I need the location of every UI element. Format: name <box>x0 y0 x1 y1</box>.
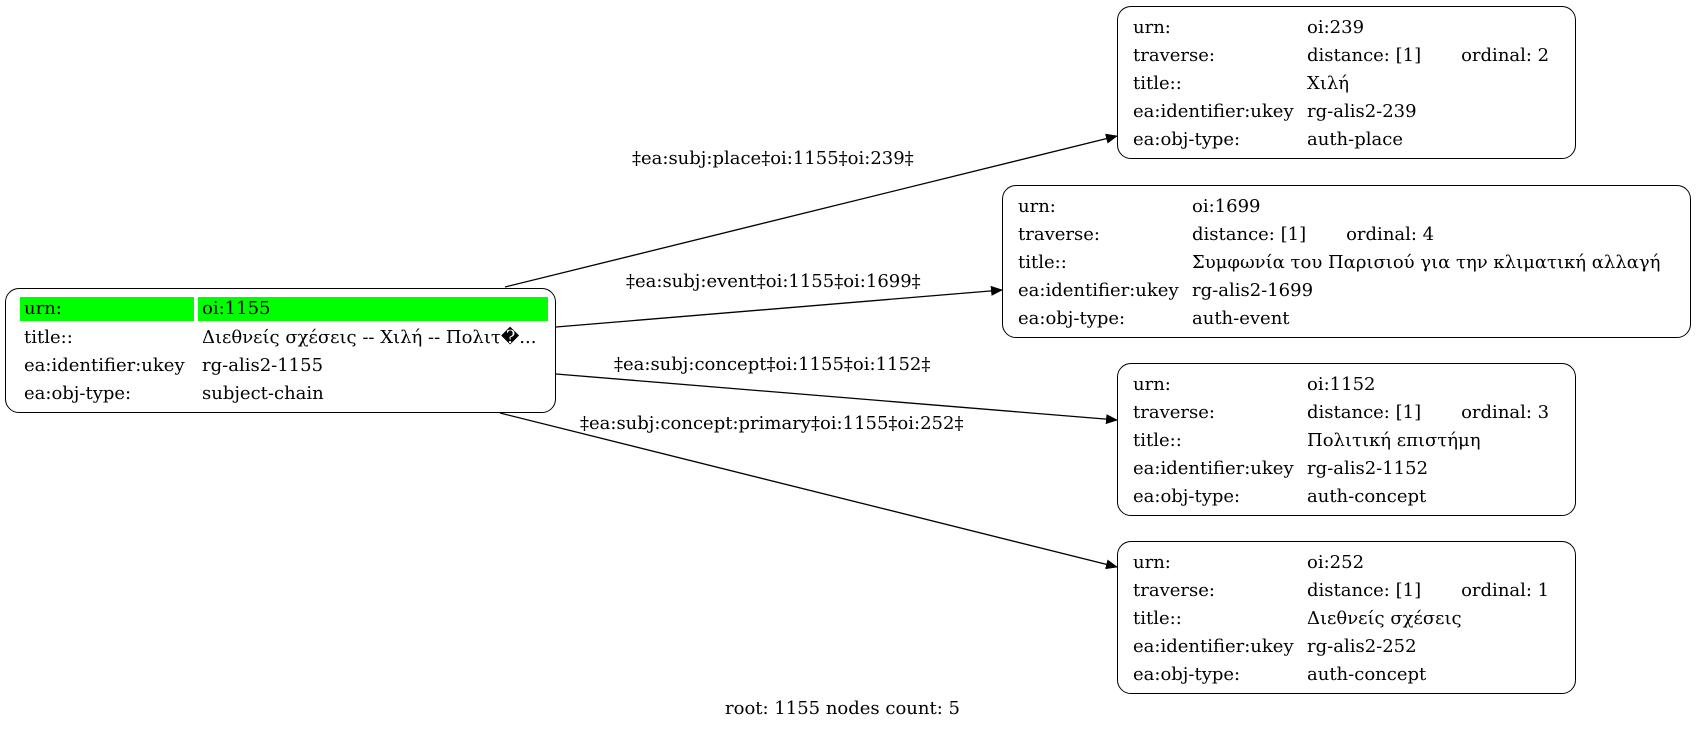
traverse-key: traverse: <box>1018 223 1100 245</box>
type-key: ea:obj-type: <box>1133 485 1241 507</box>
urn-value: oi:239 <box>1307 16 1365 38</box>
ukey-value: rg-alis2-1152 <box>1307 457 1429 479</box>
urn-value: oi:1152 <box>1307 373 1376 395</box>
urn-value: oi:252 <box>1307 551 1365 573</box>
ukey-key: ea:identifier:ukey <box>1133 635 1294 657</box>
ukey-value: rg-alis2-239 <box>1307 100 1417 122</box>
node-row-ukey: ea:identifier:ukey rg-alis2-239 <box>1129 97 1575 125</box>
type-value: auth-event <box>1192 307 1290 329</box>
distance-value: distance: [1] <box>1307 44 1422 66</box>
edge-label-event: ‡ea:subj:event‡oi:1155‡oi:1699‡ <box>626 271 921 292</box>
ukey-key: ea:identifier:ukey <box>1133 457 1294 479</box>
distance-value: distance: [1] <box>1307 579 1422 601</box>
node-row-urn: urn: oi:1152 <box>1129 370 1575 398</box>
type-key: ea:obj-type: <box>1133 663 1241 685</box>
root-type-value: subject-chain <box>202 382 324 404</box>
urn-key: urn: <box>1133 551 1171 573</box>
ukey-key: ea:identifier:ukey <box>1133 100 1294 122</box>
traverse-key: traverse: <box>1133 44 1215 66</box>
graph-footer: root: 1155 nodes count: 5 <box>725 698 960 719</box>
node-row-ukey: ea:identifier:ukey rg-alis2-1699 <box>1014 276 1690 304</box>
title-value: Διεθνείς σχέσεις <box>1307 607 1462 629</box>
node-row-traverse: traverse: distance: [1] ordinal: 2 <box>1129 41 1575 69</box>
title-value: Συμφωνία του Παρισιού για την κλιματική … <box>1192 251 1661 273</box>
root-ukey-key: ea:identifier:ukey <box>24 354 185 376</box>
node-row-ukey: ea:identifier:ukey rg-alis2-252 <box>1129 632 1575 660</box>
ordinal-value: ordinal: 4 <box>1346 223 1435 245</box>
root-title-key: title:: <box>24 326 73 348</box>
root-row-title: title:: Διεθνείς σχέσεις -- Χιλή -- Πολι… <box>20 323 555 351</box>
edge-line-event <box>555 285 1003 328</box>
node-row-urn: urn: oi:252 <box>1129 548 1575 576</box>
title-key: title:: <box>1133 72 1182 94</box>
root-type-key: ea:obj-type: <box>24 382 132 404</box>
type-value: auth-concept <box>1307 663 1427 685</box>
node-row-traverse: traverse: distance: [1] ordinal: 4 <box>1014 220 1690 248</box>
edge-line-place <box>504 133 1118 288</box>
type-value: auth-place <box>1307 128 1403 150</box>
node-row-type: ea:obj-type: auth-event <box>1014 304 1690 332</box>
node-row-traverse: traverse: distance: [1] ordinal: 3 <box>1129 398 1575 426</box>
title-key: title:: <box>1018 251 1067 273</box>
ordinal-value: ordinal: 2 <box>1461 44 1550 66</box>
ukey-key: ea:identifier:ukey <box>1018 279 1179 301</box>
title-key: title:: <box>1133 607 1182 629</box>
root-urn-key: urn: <box>20 297 194 321</box>
node-row-ukey: ea:identifier:ukey rg-alis2-1152 <box>1129 454 1575 482</box>
distance-value: distance: [1] <box>1307 401 1422 423</box>
node-oi-1152[interactable]: urn: oi:1152 traverse: distance: [1] ordina… <box>1117 363 1576 516</box>
node-row-traverse: traverse: distance: [1] ordinal: 1 <box>1129 576 1575 604</box>
node-row-type: ea:obj-type: auth-concept <box>1129 482 1575 510</box>
ordinal-value: ordinal: 3 <box>1461 401 1550 423</box>
urn-key: urn: <box>1133 373 1171 395</box>
urn-key: urn: <box>1133 16 1171 38</box>
ukey-value: rg-alis2-1699 <box>1192 279 1314 301</box>
type-value: auth-concept <box>1307 485 1427 507</box>
traverse-key: traverse: <box>1133 579 1215 601</box>
edge-label-concept-primary: ‡ea:subj:concept:primary‡oi:1155‡oi:252‡ <box>580 413 964 434</box>
type-key: ea:obj-type: <box>1133 128 1241 150</box>
root-urn-value: oi:1155 <box>198 297 548 321</box>
root-row-type: ea:obj-type: subject-chain <box>20 379 555 407</box>
root-node[interactable]: urn: oi:1155 title:: Διεθνείς σχέσεις --… <box>5 288 556 413</box>
node-row-title: title::Συμφωνία του Παρισιού για την κλι… <box>1014 248 1690 276</box>
type-key: ea:obj-type: <box>1018 307 1126 329</box>
edge-line-concept <box>555 373 1118 425</box>
title-value: Χιλή <box>1307 72 1350 94</box>
node-row-title: title::Χιλή <box>1129 69 1575 97</box>
node-oi-239[interactable]: urn: oi:239 traverse: distance: [1] ordinal… <box>1117 6 1576 159</box>
node-row-title: title::Πολιτική επιστήμη <box>1129 426 1575 454</box>
title-key: title:: <box>1133 429 1182 451</box>
ordinal-value: ordinal: 1 <box>1461 579 1550 601</box>
edge-label-place: ‡ea:subj:place‡oi:1155‡oi:239‡ <box>632 148 914 169</box>
urn-key: urn: <box>1018 195 1056 217</box>
node-row-urn: urn: oi:239 <box>1129 13 1575 41</box>
edge-label-concept: ‡ea:subj:concept‡oi:1155‡oi:1152‡ <box>614 354 931 375</box>
ukey-value: rg-alis2-252 <box>1307 635 1417 657</box>
edge-line-concept-primary <box>499 412 1118 570</box>
node-row-urn: urn: oi:1699 <box>1014 192 1690 220</box>
title-value: Πολιτική επιστήμη <box>1307 429 1481 451</box>
root-row-urn: urn: oi:1155 <box>20 295 555 323</box>
node-row-type: ea:obj-type: auth-concept <box>1129 660 1575 688</box>
distance-value: distance: [1] <box>1192 223 1307 245</box>
node-oi-1699[interactable]: urn: oi:1699 traverse: distance: [1] ordina… <box>1002 185 1691 338</box>
urn-value: oi:1699 <box>1192 195 1261 217</box>
node-row-type: ea:obj-type: auth-place <box>1129 125 1575 153</box>
root-title-value: Διεθνείς σχέσεις -- Χιλή -- Πολιτ�... <box>202 326 537 348</box>
node-row-title: title::Διεθνείς σχέσεις <box>1129 604 1575 632</box>
root-row-ukey: ea:identifier:ukey rg-alis2-1155 <box>20 351 555 379</box>
traverse-key: traverse: <box>1133 401 1215 423</box>
root-ukey-value: rg-alis2-1155 <box>202 354 324 376</box>
node-oi-252[interactable]: urn: oi:252 traverse: distance: [1] ordinal… <box>1117 541 1576 694</box>
